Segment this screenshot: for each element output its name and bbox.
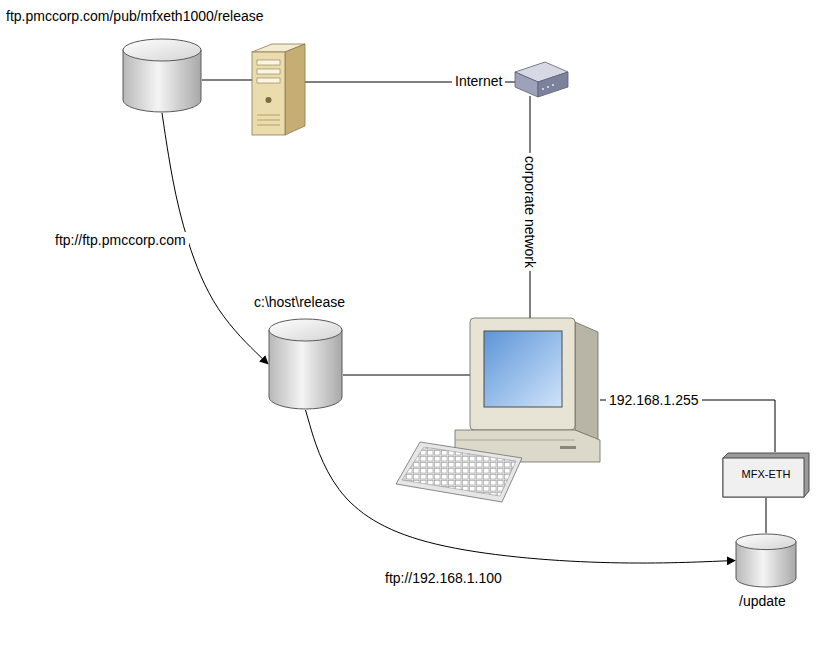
drive-slot bbox=[560, 446, 576, 449]
keyboard bbox=[396, 442, 522, 502]
monitor-front bbox=[470, 318, 575, 430]
disk-wire bbox=[343, 375, 470, 376]
connector bbox=[766, 498, 767, 533]
cylinder-outline bbox=[268, 318, 343, 410]
drive-bay bbox=[257, 78, 280, 83]
vent-line bbox=[257, 115, 280, 116]
cylinder-top bbox=[123, 39, 201, 61]
connector-label: ftp://ftp.pmccorp.com bbox=[52, 232, 189, 249]
router-side bbox=[538, 72, 568, 97]
router-icon bbox=[515, 62, 568, 97]
server-icon bbox=[252, 44, 305, 135]
vent-line bbox=[257, 125, 280, 126]
keyboard-keys bbox=[402, 447, 516, 496]
cylinder-top bbox=[736, 534, 796, 550]
network-label: corporate network bbox=[522, 153, 539, 271]
cylinder-top bbox=[269, 319, 342, 341]
storage-label: ftp.pmccorp.com/pub/mfxeth1000/release bbox=[6, 8, 264, 25]
connector bbox=[306, 410, 736, 563]
router-led bbox=[542, 88, 544, 90]
storage-cylinder: c:\host\release bbox=[268, 318, 343, 410]
storage-label: /update bbox=[739, 593, 786, 610]
device-name: MFX-ETH bbox=[742, 468, 791, 481]
cylinder-outline bbox=[735, 533, 797, 588]
server-side bbox=[285, 44, 305, 135]
server-front bbox=[252, 52, 285, 135]
address-label: 192.168.1.255 bbox=[606, 392, 702, 409]
router-led bbox=[552, 84, 554, 86]
box-face bbox=[723, 458, 804, 497]
box-shadow bbox=[723, 453, 809, 497]
cylinder-outline bbox=[122, 38, 202, 113]
drive-bay bbox=[257, 60, 280, 65]
drive-bay bbox=[257, 69, 280, 74]
storage-label: c:\host\release bbox=[254, 294, 345, 311]
link-wire bbox=[202, 80, 252, 81]
monitor-side bbox=[575, 322, 598, 440]
storage-cylinder: ftp.pmccorp.com/pub/mfxeth1000/release bbox=[122, 38, 202, 113]
monitor-screen bbox=[484, 331, 562, 407]
connector-label: ftp://192.168.1.100 bbox=[382, 570, 505, 587]
vent-line bbox=[257, 120, 280, 121]
storage-cylinder: /update bbox=[735, 533, 797, 588]
computer-icon bbox=[396, 318, 600, 502]
power-button bbox=[266, 97, 272, 103]
router-front bbox=[515, 72, 538, 97]
network-label: Internet bbox=[452, 73, 505, 90]
cylinder-body bbox=[269, 330, 342, 409]
base-edge bbox=[455, 440, 575, 441]
router-led bbox=[547, 86, 549, 88]
device-box: MFX-ETH bbox=[722, 452, 810, 498]
